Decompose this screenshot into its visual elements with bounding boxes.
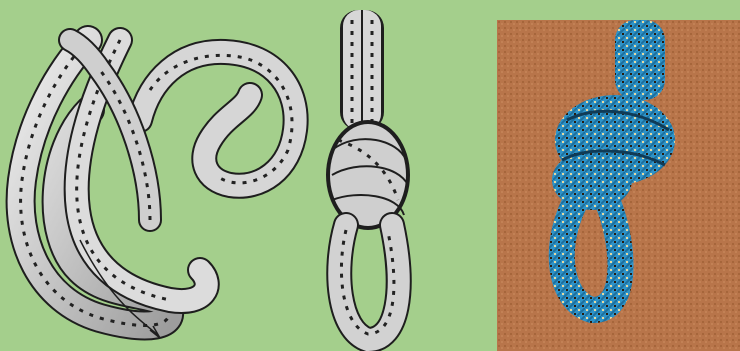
- loose-knot-drawing: [0, 0, 320, 351]
- knot-illustration-loose: [0, 0, 320, 351]
- knot-illustration-dressed: [318, 0, 448, 351]
- knot-photo: [497, 20, 740, 351]
- rope-photograph: [497, 20, 740, 351]
- dressed-knot-drawing: [318, 0, 448, 351]
- photo-rope-standing: [615, 20, 665, 100]
